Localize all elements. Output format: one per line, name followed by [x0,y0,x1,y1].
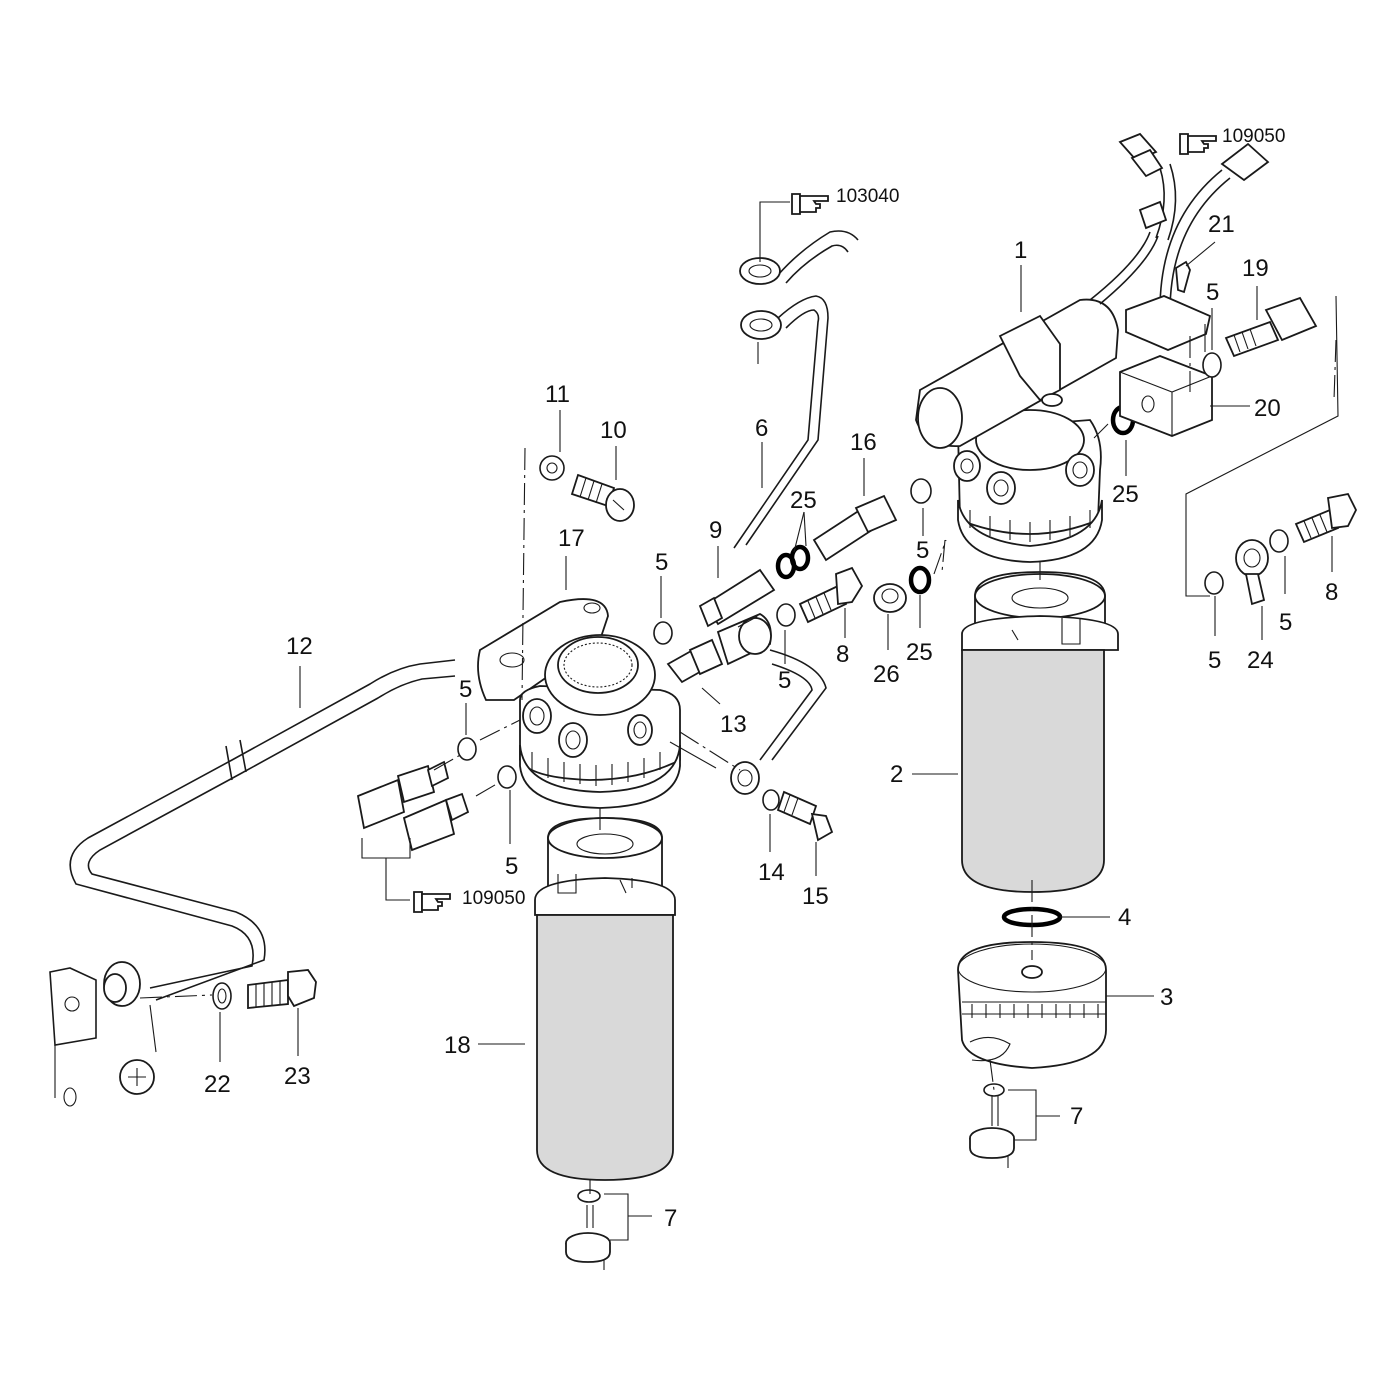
banjo-24 [1235,539,1269,606]
callout-5: 5 [778,667,791,694]
callout-24: 24 [1247,647,1274,674]
callout-3: 3 [1160,984,1173,1011]
callout-10: 10 [600,417,627,444]
callout-25: 25 [790,487,817,514]
filter-element-2 [961,571,1119,893]
callout-7: 7 [664,1205,677,1232]
electric-pump-1 [915,298,1119,449]
ref-109050-left: 109050 [462,888,525,909]
callout-5: 5 [1206,279,1219,306]
ref-103040: 103040 [836,186,899,207]
callout-20: 20 [1254,395,1281,422]
callout-14: 14 [758,859,785,886]
callout-5: 5 [655,549,668,576]
callout-18: 18 [444,1032,471,1059]
callout-12: 12 [286,633,313,660]
banjo-fitting-left [103,961,213,1007]
callout-8: 8 [836,641,849,668]
fitting-16 [812,478,932,562]
screw-21 [1175,260,1191,294]
fitting-9 [653,568,776,645]
ref-109050-right: 109050 [1222,126,1285,147]
callout-13: 13 [720,711,747,738]
banjo-bolt-8-right [1294,492,1358,544]
water-bowl-3 [957,941,1107,1069]
pointing-hand-icon [791,193,829,215]
washer-5-banjo-b [1269,529,1289,553]
filter-head-right [953,409,1103,563]
callout-5: 5 [916,537,929,564]
callout-21: 21 [1208,211,1235,238]
plug-26 [873,583,907,613]
washer-5-right-top [1202,352,1222,378]
callout-19: 19 [1242,255,1269,282]
callout-1: 1 [1014,237,1027,264]
callout-7: 7 [1070,1103,1083,1130]
washer-11 [539,455,565,481]
callout-22: 22 [204,1071,231,1098]
callout-26: 26 [873,661,900,688]
union-fitting-13 [666,612,772,684]
filter-head-left [477,598,681,809]
callout-11: 11 [545,381,570,408]
callout-23: 23 [284,1063,311,1090]
callout-5: 5 [459,676,472,703]
callout-2: 2 [890,761,903,788]
filter-element-18 [534,817,676,1181]
engine-block-fragment [49,967,157,1107]
callout-15: 15 [802,883,829,910]
leader-lines [219,201,1339,1241]
o-ring-25-c [908,565,932,595]
callout-17: 17 [558,525,585,552]
drain-plug-7-right [969,1083,1015,1168]
callout-9: 9 [709,517,722,544]
clamp-plate [1125,295,1212,351]
drain-plug-7-left [565,1189,611,1270]
callout-4: 4 [1118,904,1131,931]
callout-6: 6 [755,415,768,442]
wiring-harness [1089,132,1270,313]
callout-8: 8 [1325,579,1338,606]
center-lines [433,336,1337,1194]
callout-25: 25 [1112,481,1139,508]
banjo-bolt-23 [247,969,317,1009]
o-ring-25-b [789,544,811,572]
capscrew-10 [570,473,635,522]
callout-25: 25 [906,639,933,666]
fitting-19 [1224,296,1318,358]
pointing-hand-icon [413,891,451,913]
banjo-bolt-8-middle [776,566,864,627]
junction-block-20 [1119,355,1213,437]
return-pipe [730,649,834,842]
callout-16: 16 [850,429,877,456]
callout-5: 5 [505,853,518,880]
callout-5: 5 [1208,647,1221,674]
fuel-pipe-6 [733,230,859,549]
pointing-hand-icon [1179,133,1217,155]
washer-22 [212,982,232,1010]
washer-5-banjo-a [1204,571,1224,595]
fuel-line-12 [69,659,456,1001]
callout-5: 5 [1279,609,1292,636]
sensor-pair-left [356,737,517,852]
